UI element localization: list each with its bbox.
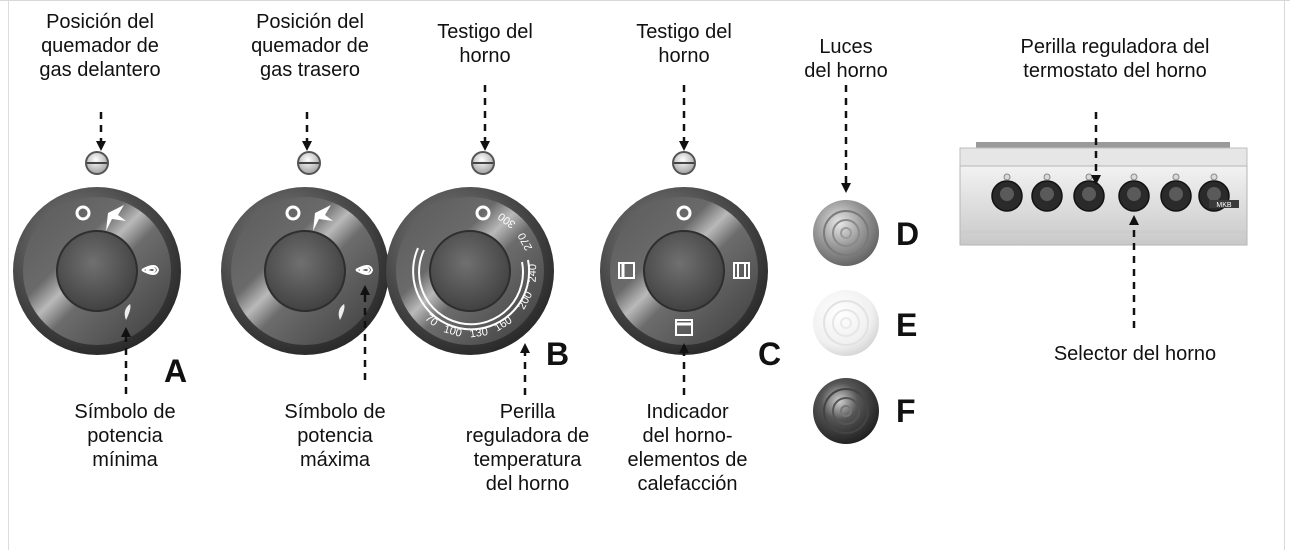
label-line: mínima — [92, 449, 158, 471]
letter-f: F — [896, 393, 916, 429]
range-knob-cap — [1082, 187, 1096, 201]
label-line: termostato del horno — [1023, 60, 1207, 82]
brand-text: MKB — [1216, 202, 1232, 209]
temperature-arc — [412, 247, 531, 331]
label-min-power: Símbolo de potencia mínima — [45, 400, 205, 472]
label-oven-selector: Selector del horno — [1030, 342, 1240, 366]
label-line: Testigo del — [636, 21, 732, 43]
label-line: gas trasero — [259, 59, 361, 81]
label-line: del horno — [804, 60, 888, 82]
range-pilot-light — [1130, 173, 1138, 181]
label-line: quemador de — [41, 35, 159, 57]
off-symbol — [285, 205, 301, 221]
label-line: calefacción — [637, 473, 738, 495]
lamp-e — [813, 290, 879, 356]
range-pilot-light — [1172, 173, 1180, 181]
label-line: Símbolo de — [74, 401, 176, 423]
brand-plate — [1209, 200, 1239, 208]
range-knob-cap — [1169, 187, 1183, 201]
top-element-symbol — [675, 319, 693, 336]
label-line: horno — [459, 45, 511, 67]
min-flame-symbol — [124, 304, 131, 320]
bottom-element-symbol — [618, 262, 635, 279]
label-line: Símbolo de — [284, 401, 386, 423]
range-knob-cap — [1207, 187, 1221, 201]
label-line: potencia — [297, 425, 373, 447]
label-line: máxima — [299, 449, 370, 471]
off-symbol — [475, 205, 491, 221]
side-element-symbol — [733, 262, 750, 279]
label-thermostat-knob: Perilla reguladora del termostato del ho… — [990, 35, 1240, 83]
frame-border-right — [1284, 0, 1285, 550]
knob-b — [386, 187, 554, 355]
off-symbol — [75, 205, 91, 221]
lamp-d — [813, 200, 879, 266]
max-flame-symbol — [355, 265, 374, 275]
label-line: horno — [658, 45, 710, 67]
temperature-tick-label: 130 — [469, 326, 489, 340]
lamp-f — [813, 378, 879, 444]
knob-rear-burner — [221, 187, 389, 355]
letter-d: D — [896, 216, 920, 252]
label-line: gas delantero — [39, 59, 161, 81]
range-pilot-light — [1003, 173, 1011, 181]
label-line: elementos de — [627, 449, 748, 471]
label-rear-burner: Posición del quemador de gas trasero — [230, 10, 390, 82]
ignition-symbol — [313, 205, 333, 231]
temperature-tick-label: 240 — [527, 264, 540, 283]
label-line: Testigo del — [437, 21, 533, 43]
pilot-light-front — [85, 151, 109, 175]
label-max-power: Símbolo de potencia máxima — [255, 400, 415, 472]
label-line: reguladora de — [465, 425, 590, 447]
letter-e: E — [896, 307, 918, 343]
letter-c: C — [758, 336, 782, 372]
frame-border-left — [8, 0, 9, 550]
frame-border-top — [0, 0, 1290, 1]
range-knob-cap — [1127, 187, 1141, 201]
pilot-light-b — [471, 151, 495, 175]
label-line: potencia — [87, 425, 163, 447]
callout-arrows — [96, 85, 1139, 395]
label-line: quemador de — [251, 35, 369, 57]
range-pilot-light — [1085, 173, 1093, 181]
pilot-light-c — [672, 151, 696, 175]
letter-b: B — [546, 336, 570, 372]
ignition-symbol — [106, 205, 126, 231]
label-line: temperatura — [473, 449, 582, 471]
label-line: Perilla reguladora del — [1020, 36, 1210, 58]
temperature-tick-label: 70 — [423, 312, 440, 329]
label-line: Luces — [819, 36, 873, 58]
label-line: Perilla — [499, 401, 556, 423]
label-line: Selector del horno — [1053, 343, 1217, 365]
range-knob-row — [991, 173, 1230, 212]
label-line: Indicador — [646, 401, 729, 423]
min-flame-symbol — [338, 304, 345, 320]
range-pilot-light — [1043, 173, 1051, 181]
max-flame-symbol — [141, 265, 160, 275]
temperature-tick-label: 100 — [442, 323, 463, 340]
knob-c — [600, 187, 768, 355]
letter-a: A — [164, 353, 188, 389]
label-line: Posición del — [46, 11, 154, 33]
label-oven-lights: Luces del horno — [786, 35, 906, 83]
label-oven-indicator-c: Testigo del horno — [609, 20, 759, 68]
range-pilot-light — [1210, 173, 1218, 181]
pilot-light-rear — [297, 151, 321, 175]
range-knob-cap — [1000, 187, 1014, 201]
label-oven-indicator-b: Testigo del horno — [410, 20, 560, 68]
label-line: Posición del — [256, 11, 364, 33]
label-front-burner: Posición del quemador de gas delantero — [20, 10, 180, 82]
range-knob-cap — [1040, 187, 1054, 201]
label-line: del horno- — [642, 425, 733, 447]
knob-a — [13, 187, 181, 355]
label-temp-knob: Perilla reguladora de temperatura del ho… — [440, 400, 615, 496]
off-symbol — [676, 205, 692, 221]
label-heating-elements: Indicador del horno- elementos de calefa… — [610, 400, 765, 496]
label-line: del horno — [485, 473, 570, 495]
